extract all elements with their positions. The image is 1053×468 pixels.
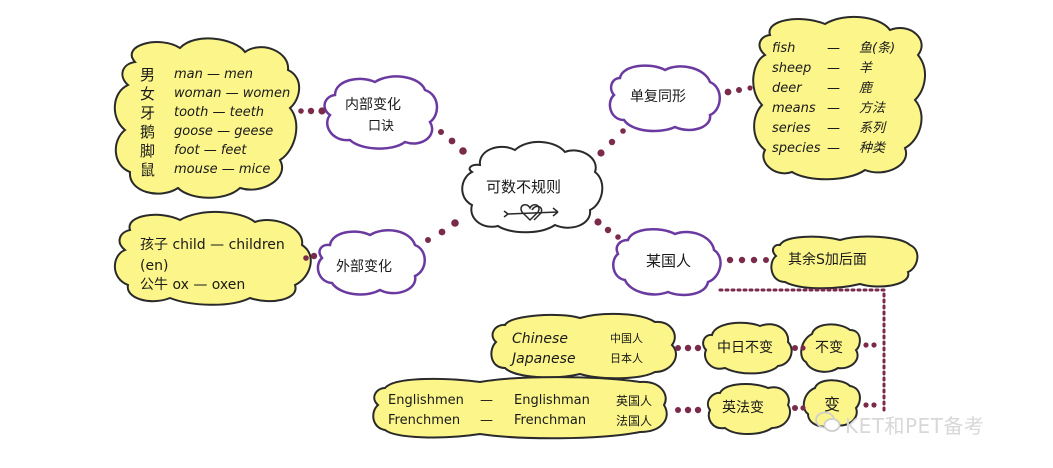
change-rule-cloud — [706, 383, 791, 435]
internal-label-line1: 内部变化 — [345, 97, 401, 113]
same-form-cn: 羊 — [859, 61, 873, 76]
unchanged: 不变 — [815, 340, 843, 356]
en-fr-plural: Englishmen — [388, 393, 464, 408]
same-form-label: 单复同形 — [630, 89, 686, 105]
same-form-row: means — 方法 — [772, 100, 895, 120]
same-form-list: fish — 鱼(条) sheep — 羊 deer — 鹿 means — 方法 series… — [772, 40, 895, 160]
mnemonic-char: 鼠 — [140, 161, 156, 179]
external-line2: (en) — [140, 258, 169, 274]
unchanged-cloud — [800, 323, 861, 373]
change-rule: 英法变 — [722, 400, 764, 416]
internal-examples-cloud — [113, 37, 301, 199]
same-form-examples-cloud — [752, 15, 926, 181]
same-form-en: deer — [772, 81, 802, 96]
ch-jp-row: Japanese 日本人 — [512, 350, 643, 370]
en-fr-row: Frenchmen — Frenchman 法国人 — [388, 412, 652, 432]
ch-jp-en: Chinese — [512, 331, 568, 347]
same-form-en: series — [772, 121, 811, 136]
mnemonic-char: 鹅 — [140, 123, 156, 141]
same-form-en: means — [772, 101, 816, 116]
same-form-row: fish — 鱼(条) — [772, 40, 895, 60]
center-title: 可数不规则 — [486, 178, 562, 196]
en-fr-examples-cloud — [372, 376, 668, 440]
dash: — — [827, 61, 840, 76]
en-fr-cn: 法国人 — [616, 414, 653, 428]
wechat-icon — [815, 411, 841, 432]
change: 变 — [824, 395, 841, 414]
en-fr-singular: Englishman — [514, 393, 590, 408]
mnemonic-char: 脚 — [140, 142, 156, 160]
dash: — — [827, 41, 840, 56]
dash: — — [480, 413, 493, 428]
internal-label-line2: 口诀 — [368, 119, 395, 134]
same-form-cn: 系列 — [859, 121, 886, 136]
external-line1: 孩子 child — children — [140, 237, 285, 253]
same-form-row: deer — 鹿 — [772, 80, 895, 100]
same-form-en: fish — [772, 41, 796, 56]
unchanged-rule: 中日不变 — [717, 340, 773, 356]
dash: — — [827, 141, 840, 156]
nationality-bracket-line — [718, 288, 886, 412]
rest-rule-cloud — [770, 235, 919, 290]
ch-jp-en: Japanese — [512, 351, 576, 367]
mnemonic-char: 女 — [140, 85, 156, 103]
same-form-row: species — 种类 — [772, 140, 895, 160]
internal-mnemonic: 男 女 牙 鹅 脚 鼠 — [140, 66, 160, 180]
unchanged-rule-cloud — [702, 321, 793, 375]
en-fr-singular: Frenchman — [514, 413, 587, 428]
mnemonic-char: 男 — [140, 66, 156, 84]
en-fr-row: Englishmen — Englishman 英国人 — [388, 392, 652, 412]
pair-row: mouse — mice — [174, 162, 271, 177]
pair-row: goose — geese — [174, 124, 274, 139]
external-examples-cloud — [113, 211, 312, 306]
same-form-label-cloud — [608, 64, 721, 133]
ch-jp-row: Chinese 中国人 — [512, 330, 643, 350]
mnemonic-char: 牙 — [140, 104, 156, 122]
en-fr-cn: 英国人 — [616, 394, 653, 408]
ch-jp-cn: 日本人 — [610, 352, 643, 365]
watermark-text: KET和PET备考 — [845, 414, 985, 438]
internal-pairs: man — men woman — women tooth — teeth go… — [174, 66, 290, 180]
same-form-en: sheep — [772, 61, 812, 76]
rest-rule: 其余S加后面 — [788, 252, 867, 268]
same-form-cn: 方法 — [859, 101, 886, 116]
same-form-en: species — [772, 141, 821, 156]
nationality-label-cloud — [612, 227, 722, 297]
ch-jp-list: Chinese 中国人 Japanese 日本人 — [512, 330, 643, 370]
en-fr-plural: Frenchmen — [388, 413, 461, 428]
pair-row: man — men — [174, 67, 254, 82]
dash: — — [827, 101, 840, 116]
same-form-row: series — 系列 — [772, 120, 895, 140]
same-form-cn: 鱼(条) — [859, 41, 896, 56]
pair-row: foot — feet — [174, 143, 247, 158]
ch-jp-examples-cloud — [490, 312, 677, 380]
dash: — — [480, 393, 493, 408]
heart-arrow-icon — [503, 204, 559, 222]
external-label: 外部变化 — [336, 259, 392, 275]
pair-row: woman — women — [174, 86, 291, 101]
internal-label-cloud — [323, 75, 439, 150]
ch-jp-cn: 中国人 — [610, 332, 643, 345]
nationality-label: 某国人 — [646, 252, 692, 270]
dash: — — [827, 121, 840, 136]
dash: — — [827, 81, 840, 96]
same-form-cn: 种类 — [859, 141, 886, 156]
same-form-row: sheep — 羊 — [772, 60, 895, 80]
connectors — [298, 85, 877, 414]
external-line3: 公牛 ox — oxen — [140, 277, 246, 293]
pair-row: tooth — teeth — [174, 105, 265, 120]
same-form-cn: 鹿 — [859, 81, 873, 96]
center-cloud — [461, 141, 604, 234]
external-label-cloud — [316, 229, 426, 296]
